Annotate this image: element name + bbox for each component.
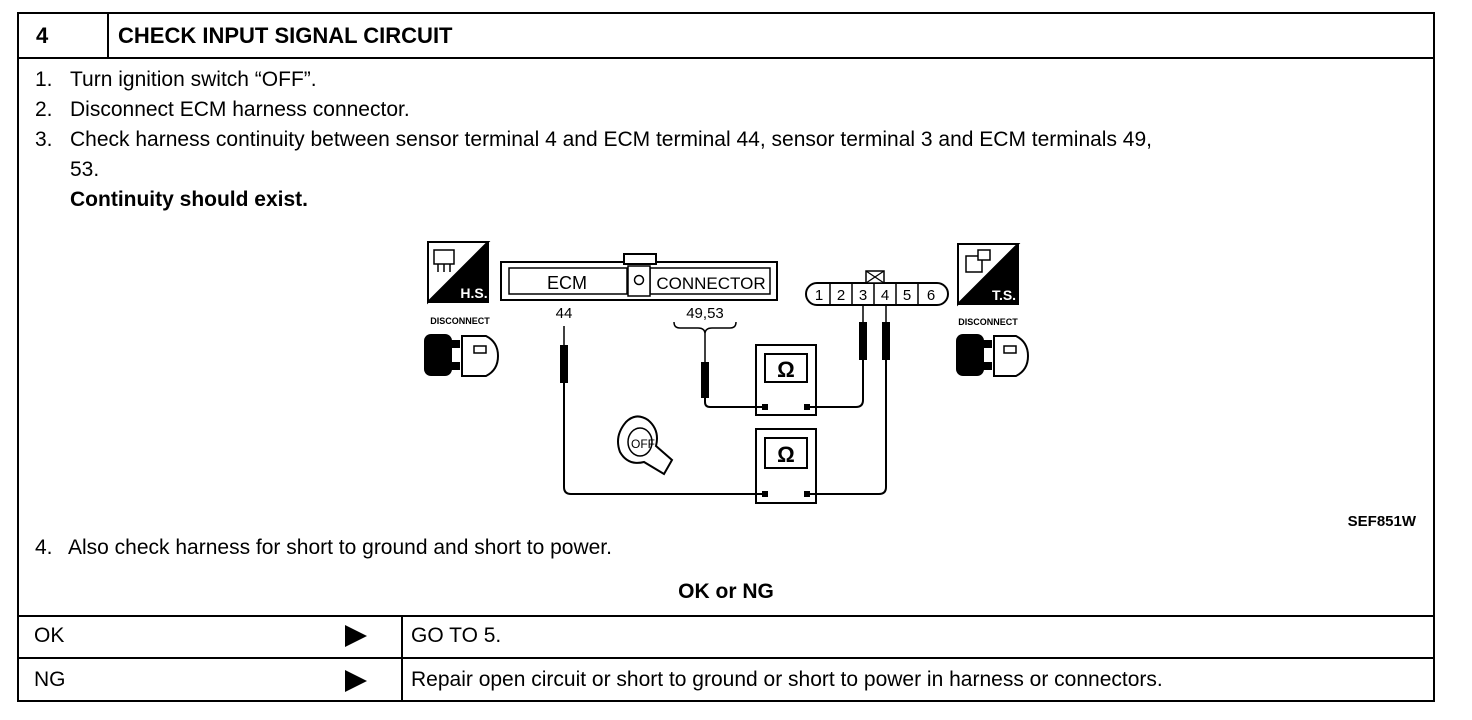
step-1-text: Turn ignition switch “OFF”. [70, 68, 317, 91]
header-column-divider [107, 12, 109, 58]
step-4-number: 4. [35, 536, 53, 559]
result-ng-status: NG [34, 668, 66, 691]
step-number: 4 [36, 23, 49, 48]
result-ok-status: OK [34, 624, 65, 647]
ng-arrow-icon [345, 670, 367, 692]
result-ok-action: GO TO 5. [411, 624, 502, 647]
step-1-number: 1. [35, 68, 53, 91]
step-3-text: Check harness continuity between sensor … [70, 128, 1153, 151]
step-title: CHECK INPUT SIGNAL CIRCUIT [118, 23, 453, 48]
result-heading: OK or NG [678, 580, 774, 603]
result-table-top [17, 615, 1435, 617]
step-3-continuation: 53. [70, 158, 100, 181]
header-divider [17, 57, 1435, 59]
step-3-number: 3. [35, 128, 53, 151]
result-ng-action: Repair open circuit or short to ground o… [411, 668, 1163, 691]
step-4-text: Also check harness for short to ground a… [68, 536, 612, 559]
procedure-frame [17, 12, 1435, 702]
continuity-spec: Continuity should exist. [70, 188, 309, 211]
result-column-divider [401, 615, 403, 702]
result-row-divider [17, 657, 1435, 659]
ok-arrow-icon [345, 625, 367, 647]
step-2-text: Disconnect ECM harness connector. [70, 98, 410, 121]
step-2-number: 2. [35, 98, 53, 121]
